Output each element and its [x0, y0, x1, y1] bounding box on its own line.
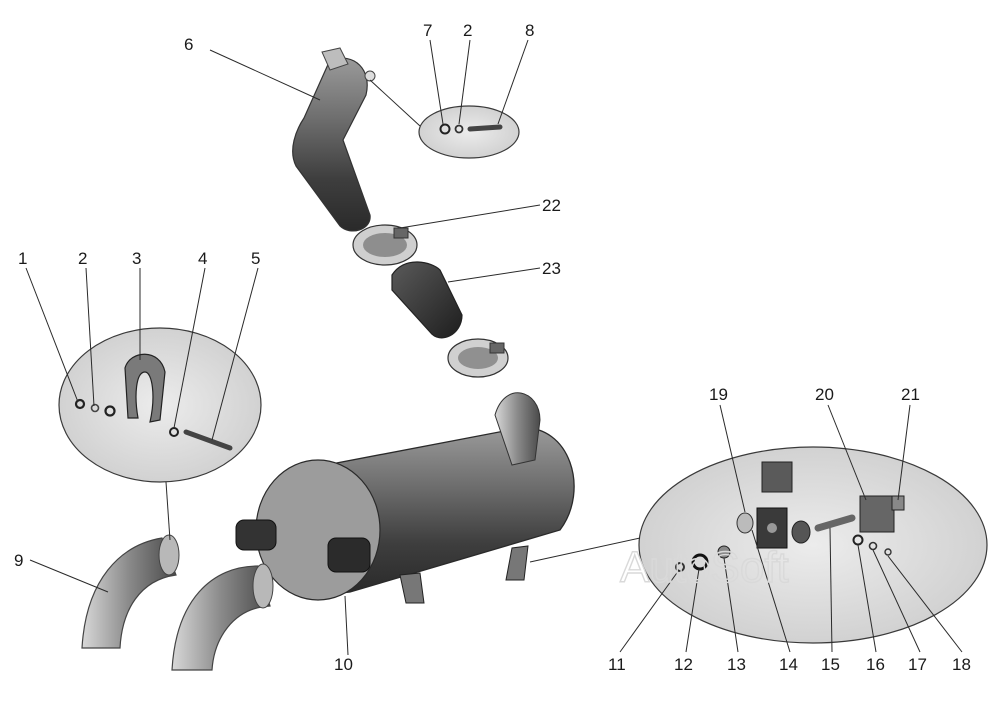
- elbow-pipe-right: [171, 563, 274, 671]
- upper-exhaust-pipe: [292, 47, 376, 232]
- callout-16: 16: [866, 655, 885, 674]
- callout-19: 19: [709, 385, 728, 404]
- muffler-body: [235, 392, 575, 604]
- clamp-detail-parts: [74, 353, 233, 451]
- detail-bubble-bolt: [418, 105, 520, 159]
- bracket-detail-parts: [675, 461, 905, 572]
- callout-11: 11: [608, 655, 626, 674]
- callout-22: 22: [542, 196, 561, 215]
- callout-7: 7: [423, 21, 432, 40]
- callout-18: 18: [952, 655, 971, 674]
- callout-15: 15: [821, 655, 840, 674]
- pipe-clamp-upper: [352, 224, 418, 266]
- leader-lines: [25, 39, 963, 656]
- connector-line-bolt: [369, 79, 421, 127]
- callout-21: 21: [901, 385, 920, 404]
- callout-23: 23: [542, 259, 561, 278]
- callout-14: 14: [779, 655, 798, 674]
- callout-10: 10: [334, 655, 353, 674]
- callout-3: 3: [132, 249, 141, 268]
- elbow-pipe-left: [81, 534, 180, 649]
- pipe-clamp-lower: [447, 338, 509, 378]
- callout-5: 5: [251, 249, 260, 268]
- flexible-hose: [391, 261, 463, 339]
- callout-4: 4: [198, 249, 207, 268]
- callout-6: 6: [184, 35, 193, 54]
- callout-labels: 1 2 3 4 5 6 7 2 8 9 10 11 12 13 14 15 16…: [14, 21, 971, 674]
- callout-1: 1: [18, 249, 27, 268]
- callout-8: 8: [525, 21, 534, 40]
- connector-line-bracket: [529, 537, 641, 563]
- callout-2b: 2: [463, 21, 472, 40]
- callout-17: 17: [908, 655, 927, 674]
- callout-20: 20: [815, 385, 834, 404]
- connector-line-clamp: [165, 481, 171, 541]
- callout-9: 9: [14, 551, 23, 570]
- watermark-text: AutoSoft: [620, 543, 789, 592]
- callout-13: 13: [727, 655, 746, 674]
- bolt-detail-parts: [439, 123, 503, 135]
- callout-2: 2: [78, 249, 87, 268]
- callout-12: 12: [674, 655, 693, 674]
